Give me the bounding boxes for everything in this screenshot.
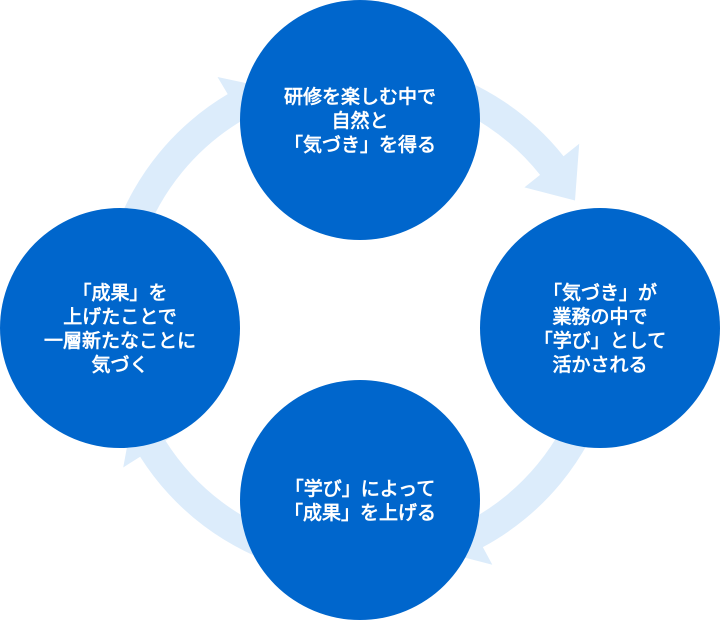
node-bottom: 「学び」によって「成果」を上げる <box>240 380 480 620</box>
node-label-line: 「気づき」が <box>543 281 657 304</box>
node-label-line: 自然と <box>331 109 388 132</box>
node-label-line: 気づく <box>91 353 148 376</box>
arrow-left-top-icon <box>114 76 274 242</box>
node-label-line: 上げたことで <box>63 306 176 328</box>
node-label-line: 一層新たなことに <box>44 329 196 352</box>
node-circle <box>480 208 720 448</box>
node-label-line: 「学び」によって <box>285 477 435 500</box>
node-circle <box>240 380 480 620</box>
node-label-line: 研修を楽しむ中で <box>284 85 436 108</box>
node-circle <box>240 0 480 240</box>
node-label-line: 活かされる <box>552 353 647 376</box>
node-label-line: 「気づき」を得る <box>284 133 436 156</box>
node-label-line: 「成果」を上げる <box>284 501 436 524</box>
node-label-line: 「成果」を <box>72 281 167 304</box>
node-circle <box>0 208 240 448</box>
node-label-line: 「学び」として <box>534 329 666 352</box>
node-label-line: 業務の中で <box>551 305 647 328</box>
